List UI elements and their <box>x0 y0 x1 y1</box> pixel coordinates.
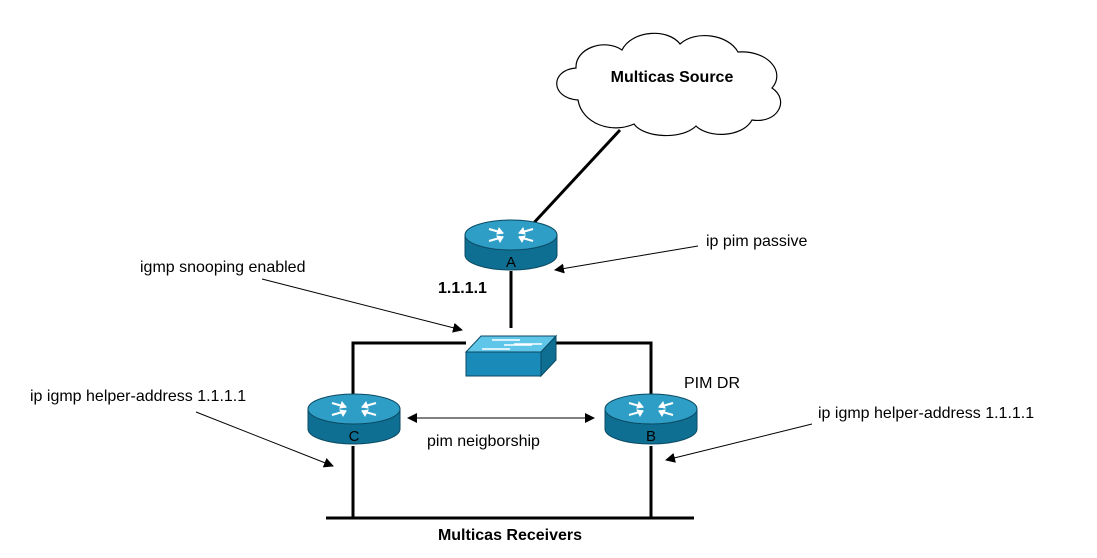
arrow-helper-address-b <box>665 423 813 463</box>
router-b-top <box>604 393 698 425</box>
label-helper-address-b: ip igmp helper-address 1.1.1.1 <box>818 405 1034 422</box>
arrow-igmp-snooping <box>261 278 463 333</box>
link-switch-router-b <box>556 341 653 397</box>
router-c: C <box>307 393 401 445</box>
multicast-source-label: Multicas Source <box>611 69 734 86</box>
arrow-helper-address-c <box>195 411 334 468</box>
switch-top <box>464 335 558 353</box>
switch <box>464 334 558 378</box>
multicast-source-cloud: Multicas Source <box>556 32 782 137</box>
router-a-top <box>464 219 558 251</box>
label-pim-neighborship: pim neigborship <box>427 433 540 450</box>
router-a: A <box>464 219 558 271</box>
router-c-letter: C <box>349 428 360 445</box>
router-c-top <box>307 393 401 425</box>
link-cloud-router-a <box>528 128 622 229</box>
arrow-ip-pim-passive <box>554 245 699 274</box>
router-a-letter: A <box>506 254 516 271</box>
switch-front <box>465 351 542 377</box>
label-igmp-snooping: igmp snooping enabled <box>140 259 305 276</box>
router-arrows-icon <box>628 400 674 418</box>
label-multicast-receivers: Multicas Receivers <box>438 527 582 544</box>
label-ip-pim-passive: ip pim passive <box>706 233 807 250</box>
router-b: B <box>604 393 698 445</box>
switch-side <box>540 334 557 378</box>
link-switch-router-c <box>351 341 466 397</box>
router-arrows-icon <box>331 400 377 418</box>
switch-arrows-icon <box>482 339 542 350</box>
label-helper-address-c: ip igmp helper-address 1.1.1.1 <box>30 388 246 405</box>
router-arrows-icon <box>488 226 534 244</box>
label-pim-dr: PIM DR <box>684 375 740 392</box>
label-router-a-address: 1.1.1.1 <box>438 280 487 297</box>
router-b-letter: B <box>646 428 656 445</box>
